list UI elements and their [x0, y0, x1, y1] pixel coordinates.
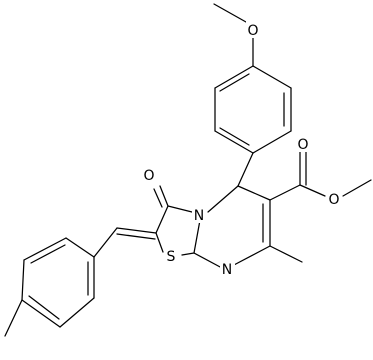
- thiazolone-ring: [153, 185, 195, 256]
- exocyclic-double-bond-a: [116, 227, 157, 234]
- exocyclic-double-bond-b: [116, 233, 156, 240]
- aryl-c5-bond: [237, 152, 254, 187]
- atom-labels: O O O O N N S: [142, 21, 341, 278]
- ester-carbonyl-oxygen-label: O: [297, 137, 308, 153]
- tolyl-methyl: [4, 299, 23, 337]
- ester-ether-oxygen-label: O: [328, 192, 339, 208]
- pyrimidine-ring: [193, 185, 271, 269]
- ring-nitrogen-label: N: [194, 208, 204, 224]
- imine-nitrogen-label: N: [222, 262, 232, 278]
- methoxy-oxygen-label: O: [247, 23, 258, 39]
- tolyl-ring: [21, 237, 95, 328]
- methoxy-group: [213, 3, 254, 67]
- thiazole-sulfur-label: S: [167, 249, 176, 265]
- vinyl-aryl-bond: [93, 227, 118, 258]
- ester-group: [269, 151, 372, 201]
- c7-methyl: [269, 245, 303, 263]
- ketone-oxygen-label: O: [143, 168, 154, 184]
- methoxyphenyl-ring: [214, 65, 292, 154]
